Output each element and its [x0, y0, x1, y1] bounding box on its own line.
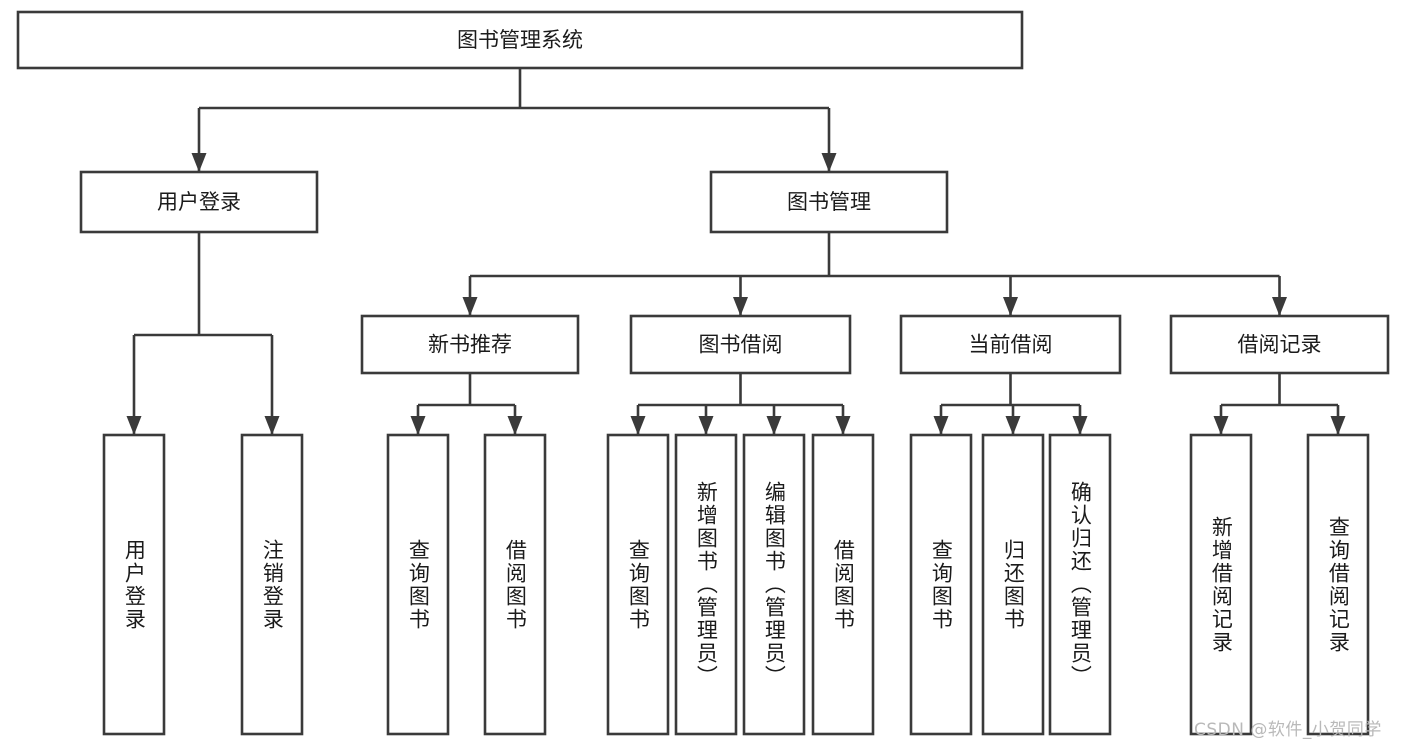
node-box-new-book-recommend	[360, 314, 580, 375]
node-leaf-query-book-2[interactable]	[606, 433, 670, 736]
node-box-leaf-query-book-1	[386, 433, 450, 736]
node-leaf-query-record[interactable]	[1306, 433, 1370, 736]
node-label-book-manage: 图书管理	[787, 190, 871, 214]
node-book-borrow[interactable]: 图书借阅	[629, 314, 852, 375]
node-current-borrow[interactable]: 当前借阅	[899, 314, 1122, 375]
arrow-icon-book-borrow	[733, 297, 748, 316]
arrow-icon-leaf-query-book-3	[933, 416, 949, 435]
node-leaf-borrow-book-1[interactable]	[483, 433, 547, 736]
watermark: CSDN @软件_小贺同学	[1194, 720, 1382, 740]
node-leaf-return-book[interactable]	[981, 433, 1045, 736]
arrow-icon-leaf-borrow-book-1	[507, 416, 523, 435]
node-box-leaf-edit-book	[742, 433, 806, 736]
node-box-leaf-confirm-return	[1048, 433, 1112, 736]
node-leaf-edit-book[interactable]	[742, 433, 806, 736]
node-new-book-recommend[interactable]: 新书推荐	[360, 314, 580, 375]
connector-group-new-book-recommend	[410, 373, 523, 435]
arrow-icon-new-book-recommend	[462, 297, 478, 316]
arrow-icon-leaf-query-book-1	[410, 416, 426, 435]
node-box-leaf-user-login	[102, 433, 166, 736]
node-book-manage[interactable]: 图书管理	[709, 170, 949, 234]
connector-group-book-borrow	[630, 373, 851, 435]
arrow-icon-leaf-edit-book	[766, 416, 782, 435]
node-box-root	[16, 10, 1024, 70]
arrow-icon-leaf-query-record	[1330, 416, 1346, 435]
connector-group-user-login	[126, 232, 280, 435]
node-leaf-add-book[interactable]	[674, 433, 738, 736]
arrow-icon-book-manage	[821, 153, 837, 172]
node-label-current-borrow: 当前借阅	[969, 333, 1053, 357]
node-leaf-add-record[interactable]	[1189, 433, 1253, 736]
node-box-leaf-borrow-book-1	[483, 433, 547, 736]
node-box-leaf-query-book-2	[606, 433, 670, 736]
node-box-leaf-add-record	[1189, 433, 1253, 736]
arrow-icon-user-login	[191, 153, 207, 172]
node-box-user-login	[79, 170, 319, 234]
arrow-icon-leaf-add-record	[1213, 416, 1229, 435]
node-box-book-manage	[709, 170, 949, 234]
node-borrow-record[interactable]: 借阅记录	[1169, 314, 1390, 375]
arrow-icon-leaf-confirm-return	[1072, 416, 1088, 435]
connector-group-book-manage	[462, 232, 1287, 316]
node-label-user-login: 用户登录	[157, 190, 241, 214]
node-leaf-user-login[interactable]	[102, 433, 166, 736]
node-leaf-query-book-1[interactable]	[386, 433, 450, 736]
node-box-leaf-return-book	[981, 433, 1045, 736]
node-label-root: 图书管理系统	[457, 28, 583, 52]
node-box-borrow-record	[1169, 314, 1390, 375]
node-box-current-borrow	[899, 314, 1122, 375]
arrow-icon-leaf-return-book	[1005, 416, 1021, 435]
node-box-leaf-query-record	[1306, 433, 1370, 736]
node-root[interactable]: 图书管理系统	[16, 10, 1024, 70]
arrow-icon-leaf-user-login	[126, 416, 142, 435]
node-label-new-book-recommend: 新书推荐	[428, 333, 512, 357]
arrow-icon-borrow-record	[1272, 297, 1287, 316]
node-label-book-borrow: 图书借阅	[699, 333, 783, 357]
node-box-leaf-query-book-3	[909, 433, 973, 736]
node-box-leaf-add-book	[674, 433, 738, 736]
node-leaf-borrow-book-2[interactable]	[811, 433, 875, 736]
connector-layer	[126, 68, 1346, 435]
arrow-icon-leaf-logout	[264, 416, 280, 435]
node-label-borrow-record: 借阅记录	[1238, 333, 1322, 357]
arrow-icon-current-borrow	[1003, 297, 1018, 316]
connector-group-current-borrow	[933, 373, 1088, 435]
arrow-icon-leaf-add-book	[698, 416, 714, 435]
arrow-icon-leaf-query-book-2	[630, 416, 646, 435]
node-user-login[interactable]: 用户登录	[79, 170, 319, 234]
arrow-icon-leaf-borrow-book-2	[835, 416, 851, 435]
connector-group-root	[191, 68, 837, 172]
node-box-leaf-logout	[240, 433, 304, 736]
node-leaf-logout[interactable]	[240, 433, 304, 736]
node-leaf-query-book-3[interactable]	[909, 433, 973, 736]
node-box-leaf-borrow-book-2	[811, 433, 875, 736]
node-leaf-confirm-return[interactable]	[1048, 433, 1112, 736]
connector-group-borrow-record	[1213, 373, 1346, 435]
node-box-book-borrow	[629, 314, 852, 375]
